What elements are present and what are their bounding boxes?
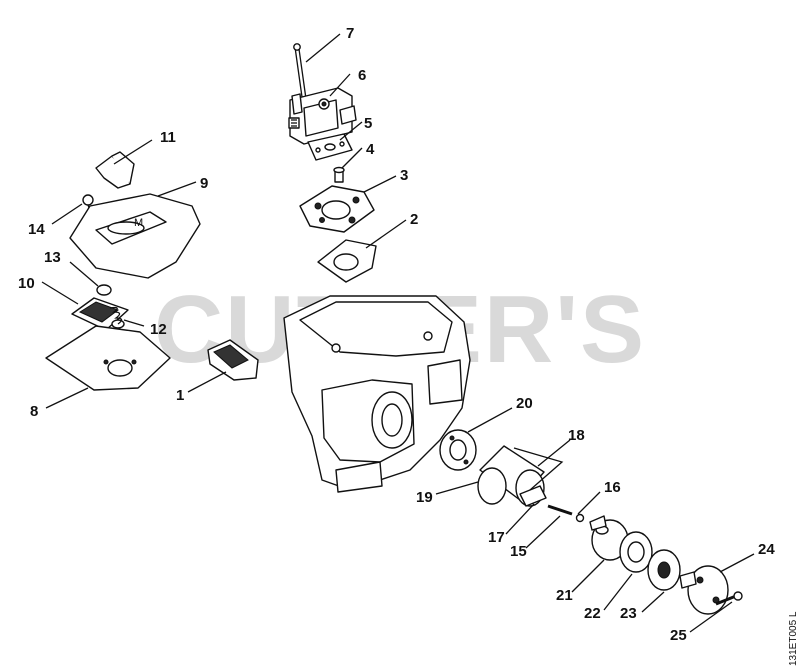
part-5-gasket <box>307 133 353 161</box>
part-16-washer <box>575 513 585 523</box>
callout-15: 15 <box>510 543 527 560</box>
crankcase <box>283 295 471 493</box>
part-24-cover <box>679 565 729 615</box>
reference-code: 131ET005 L <box>788 611 799 666</box>
part-8-baseplate <box>45 325 171 391</box>
part-3-flange <box>299 185 375 233</box>
callout-19: 19 <box>416 489 433 506</box>
part-15-pin <box>547 504 573 516</box>
part-20-gasket <box>439 429 477 471</box>
callout-12: 12 <box>150 321 167 338</box>
callout-23: 23 <box>620 605 637 622</box>
callout-7: 7 <box>346 25 354 42</box>
part-17-hose-end <box>519 485 547 507</box>
callout-18: 18 <box>568 427 585 444</box>
callout-14: 14 <box>28 221 45 238</box>
callout-13: 13 <box>44 249 61 266</box>
leader-lines <box>41 33 755 633</box>
callout-4: 4 <box>366 141 375 158</box>
callout-22: 22 <box>584 605 601 622</box>
part-2-gasket <box>317 239 377 283</box>
part-25-screw <box>715 591 743 606</box>
callout-3: 3 <box>400 167 408 184</box>
callout-2: 2 <box>410 211 418 228</box>
part-9-cover: M <box>69 193 201 279</box>
part-6-carburetor <box>288 87 357 145</box>
callout-24: 24 <box>758 541 775 558</box>
part-7-rod <box>293 43 307 101</box>
callout-6: 6 <box>358 67 366 84</box>
part-13-cap <box>96 284 112 296</box>
callout-11: 11 <box>160 129 176 146</box>
callout-10: 10 <box>18 275 35 292</box>
part-4-fitting <box>333 166 345 183</box>
part-23-diaphragm <box>647 549 681 591</box>
part-22-gasket <box>619 531 653 573</box>
callout-17: 17 <box>488 529 505 546</box>
part-18-bracket <box>513 447 564 491</box>
callout-21: 21 <box>556 587 573 604</box>
callout-1: 1 <box>176 387 184 404</box>
callout-16: 16 <box>604 479 621 496</box>
callout-25: 25 <box>670 627 687 644</box>
callout-5: 5 <box>364 115 372 132</box>
callout-20: 20 <box>516 395 533 412</box>
svg-text:M: M <box>134 217 143 229</box>
part-12-spring <box>109 306 125 329</box>
callout-numbers: 7 6 5 4 3 2 11 9 14 13 10 12 8 1 20 18 1… <box>18 25 775 644</box>
part-11-knob <box>95 151 135 189</box>
part-1-clip <box>207 339 259 381</box>
callout-9: 9 <box>200 175 208 192</box>
part-21-pump-body <box>589 515 629 561</box>
callout-8: 8 <box>30 403 38 420</box>
